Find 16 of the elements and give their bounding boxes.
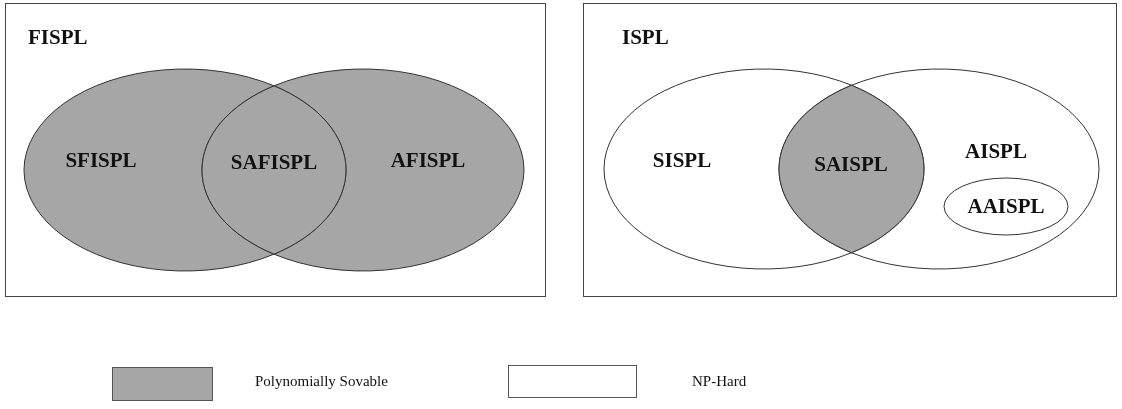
set-label: SAFISPL — [230, 151, 318, 175]
legend-label: NP-Hard — [692, 373, 747, 390]
panel-title: ISPL — [622, 26, 669, 50]
set-label: AAISPL — [967, 195, 1045, 219]
set-label: AISPL — [965, 140, 1027, 164]
intersection-region — [779, 85, 924, 253]
intersection-region — [202, 86, 346, 254]
set-label: AFISPL — [390, 149, 466, 173]
set-label: SAISPL — [814, 153, 888, 177]
panel — [5, 3, 546, 297]
legend-label: Polynomially Sovable — [255, 373, 388, 390]
panel-title: FISPL — [28, 26, 88, 50]
set-label: SISPL — [652, 149, 712, 173]
panel — [583, 3, 1117, 297]
set-ellipse — [944, 178, 1068, 235]
set-label: SFISPL — [65, 149, 137, 173]
